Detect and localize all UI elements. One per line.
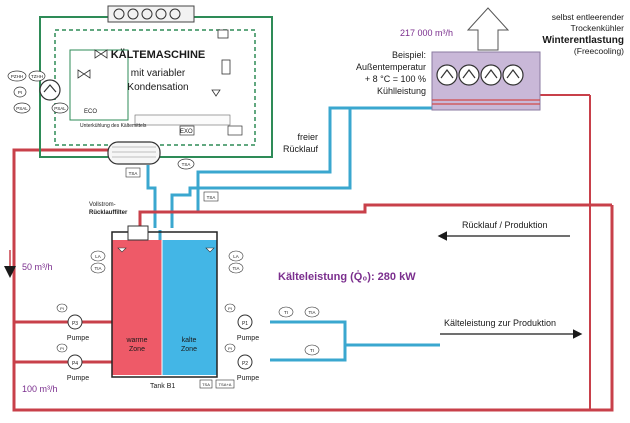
tag-tia-3: TIA [308,310,315,315]
filter-label-2: Rücklauffilter [89,210,128,216]
tag-ti-2: TI [284,310,288,315]
tag-psal-1: PSAL [16,106,28,111]
tag-tia-1: TIA [94,266,101,271]
tag-tsa-3: TSA [202,382,210,387]
tag-tzhh: TZHH [31,74,43,79]
pump-tag-p2: P2 [242,361,248,367]
tank-label: Tank B1 [150,383,175,390]
flow-100-label: 100 m³/h [22,384,58,394]
valve-icons [77,29,231,97]
tag-pi-4: PI [228,346,232,351]
flow-50-label: 50 m³/h [22,262,53,272]
tag-la-1: LA [95,254,101,259]
pump-label-p4: Pumpe [67,375,89,382]
cooling-capacity-label: Kälteleistung (Q̇₀): 280 kW [278,270,416,283]
tag-tsa: TSA [182,162,191,167]
chiller-unit [7,5,273,170]
tag-pi-1: PI [60,306,64,311]
tag-tsa-1: TSA [129,171,138,176]
cooler-coil [432,99,540,105]
cooler-title: Winterentlastung [542,35,624,46]
loop-instrument-tags: PI PI PI PI LA LA TIA TIA TSA TSA TIA TI… [56,167,320,389]
cold-zone-label-2: Zone [181,346,197,353]
example-line-4: Kühlleistung [377,86,426,96]
tag-pi: PI [18,90,22,95]
tag-psal-2: PSAL [54,106,66,111]
pump-icons [67,314,253,370]
pump-label-p2: Pumpe [237,375,259,382]
pump-label-p1: Pumpe [237,335,259,342]
heat-exchanger-icon [107,141,161,165]
cooler-airflow: 217 000 m³/h [400,28,453,38]
tag-tia-2: TIA [232,266,239,271]
condenser-fan-icons [113,8,181,20]
tag-la-2: LA [233,254,239,259]
cooler-desc-1: selbst entleerender [552,12,624,22]
machine-subtitle-2: Kondensation [127,82,188,93]
cooler-subtitle: (Freecooling) [574,46,624,56]
tag-tsa-2: TSA [207,195,216,200]
tag-pi-3: PI [228,306,232,311]
pump-label-p3: Pumpe [67,335,89,342]
compressor-icon [39,79,61,101]
arrow-up-icon [466,7,510,51]
warm-zone-label-2: Zone [129,346,145,353]
supply-production-label: Kälteleistung zur Produktion [444,318,556,328]
filter-label-1: Vollstrom- [89,202,116,208]
tag-pi-2: PI [60,346,64,351]
pump-tag-p1: P1 [242,321,248,327]
warm-zone-label-1: warme [125,337,147,344]
cooler-fan-icons [436,64,524,86]
example-line-1: Beispiel: [392,50,426,60]
machine-title: KÄLTEMASCHINE [111,48,206,61]
example-line-3: + 8 °C = 100 % [365,74,426,84]
cold-zone-label-1: kalte [182,337,197,344]
machine-instrument-icons [7,70,243,170]
buffer-tank [111,225,218,378]
subcooling-label: Unterkühlung des Kältemittels [80,123,147,129]
cooler-desc-2: Trockenkühler [570,23,624,33]
cold-water-pipes [146,106,440,362]
free-return-label-1: freier [297,132,318,142]
pump-tag-p4: P4 [72,361,78,367]
example-line-2: Außentemperatur [356,62,426,72]
eco-label: ECO [84,109,97,115]
tag-tsa-a: TSA+A [219,382,232,387]
warm-water-pipes [12,94,614,412]
return-production-label: Rücklauf / Produktion [462,220,548,230]
pump-tag-p3: P3 [72,321,78,327]
tag-pzhh: PZHH [11,74,23,79]
exo-label: EXO [180,129,193,135]
free-return-label-2: Rücklauf [283,144,319,154]
dry-cooler [431,7,541,111]
tag-ti-1: TI [310,348,314,353]
machine-subtitle-1: mit variabler [131,68,186,79]
